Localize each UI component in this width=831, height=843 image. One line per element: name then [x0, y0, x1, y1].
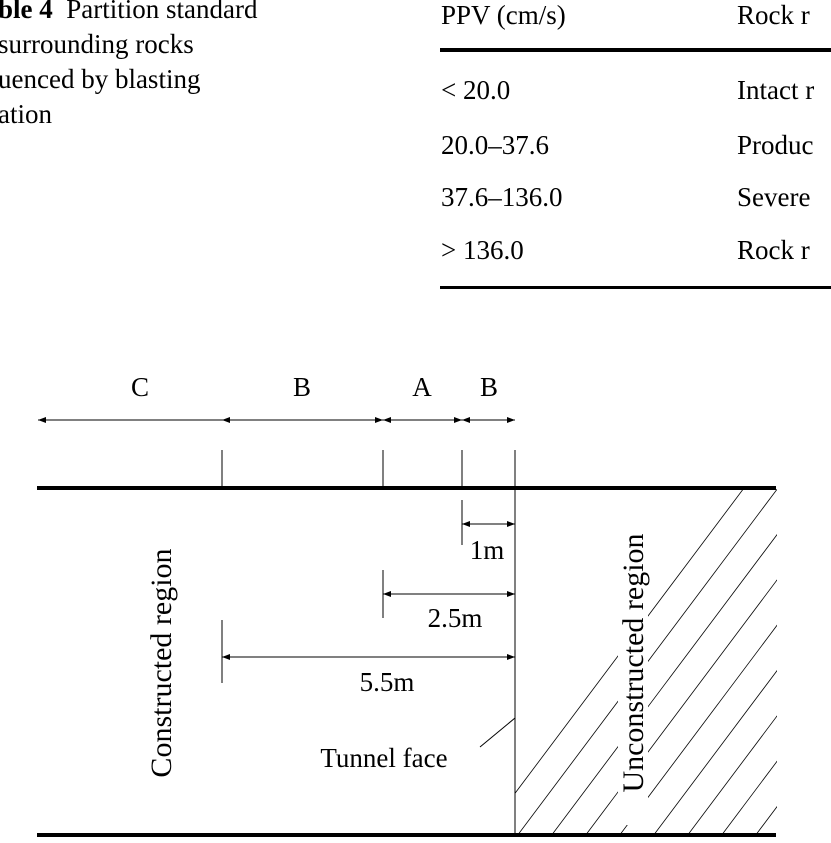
- table-header-rule: [440, 48, 831, 52]
- zone-label-a: A: [412, 372, 432, 402]
- table-cell: 37.6–136.0: [441, 182, 563, 212]
- table-cell: Produc: [737, 130, 814, 160]
- distance-label-5-5m: 5.5m: [360, 667, 415, 697]
- hatch-line: [687, 715, 777, 835]
- label-background: [618, 495, 648, 825]
- table-header-ppv: PPV (cm/s): [441, 0, 566, 30]
- table-caption-line-2: surrounding rocks: [0, 29, 194, 59]
- table-caption-line-1: ble 4 Partition standard: [0, 0, 257, 23]
- hatch-line: [619, 624, 777, 835]
- table-header-rock: Rock r: [737, 0, 810, 30]
- zone-label-b: B: [293, 372, 311, 402]
- hatch-line: [653, 669, 777, 835]
- tunnel-face-label: Tunnel face: [320, 743, 447, 773]
- distance-label-2-5m: 2.5m: [428, 603, 483, 633]
- caption-text: Partition standard: [66, 0, 258, 24]
- tunnel-bottom-wall: [37, 833, 776, 837]
- zone-label-c: C: [131, 372, 149, 402]
- table-caption-label: ble 4: [0, 0, 53, 24]
- zone-boundary-ticks: [221, 450, 516, 835]
- table-bottom-rule: [440, 286, 831, 289]
- unconstructed-hatching: [515, 440, 831, 840]
- table-caption-line-3: uenced by blasting: [0, 64, 201, 94]
- unconstructed-region-label: Unconstructed region: [617, 533, 650, 792]
- hatch-line: [721, 760, 777, 835]
- tunnel-top-wall: [37, 486, 776, 490]
- table-caption-line-4: ation: [0, 99, 52, 129]
- constructed-region-label: Constructed region: [145, 548, 178, 777]
- table-cell: 20.0–37.6: [441, 130, 549, 160]
- hatch-line: [786, 440, 831, 840]
- table-cell: Rock r: [737, 235, 810, 265]
- hatch-line: [820, 440, 831, 840]
- table-cell: > 136.0: [441, 235, 524, 265]
- table-cell: < 20.0: [441, 75, 511, 105]
- zone-label-b-near: B: [480, 372, 498, 402]
- distance-label-1m: 1m: [470, 535, 505, 565]
- hatch-line: [551, 533, 777, 835]
- hatch-line: [517, 489, 777, 835]
- table-cell: Severe: [737, 182, 811, 212]
- distance-dimensions: [221, 500, 516, 748]
- table-cell: Intact r: [737, 75, 815, 105]
- hatch-line: [755, 806, 777, 835]
